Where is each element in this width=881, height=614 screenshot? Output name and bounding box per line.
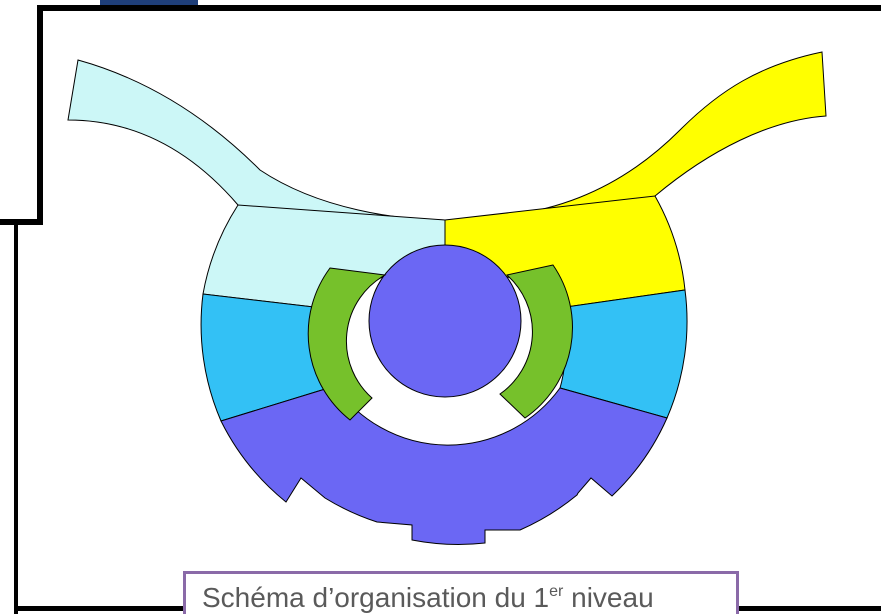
- bottom-violet-section: [221, 386, 667, 544]
- caption-superscript: er: [549, 583, 563, 600]
- caption-main-text: Schéma d’organisation du 1: [202, 582, 549, 613]
- caption-end-text: niveau: [563, 582, 653, 613]
- caption-box: Schéma d’organisation du 1er niveau: [183, 571, 739, 614]
- central-violet-room: [369, 245, 521, 397]
